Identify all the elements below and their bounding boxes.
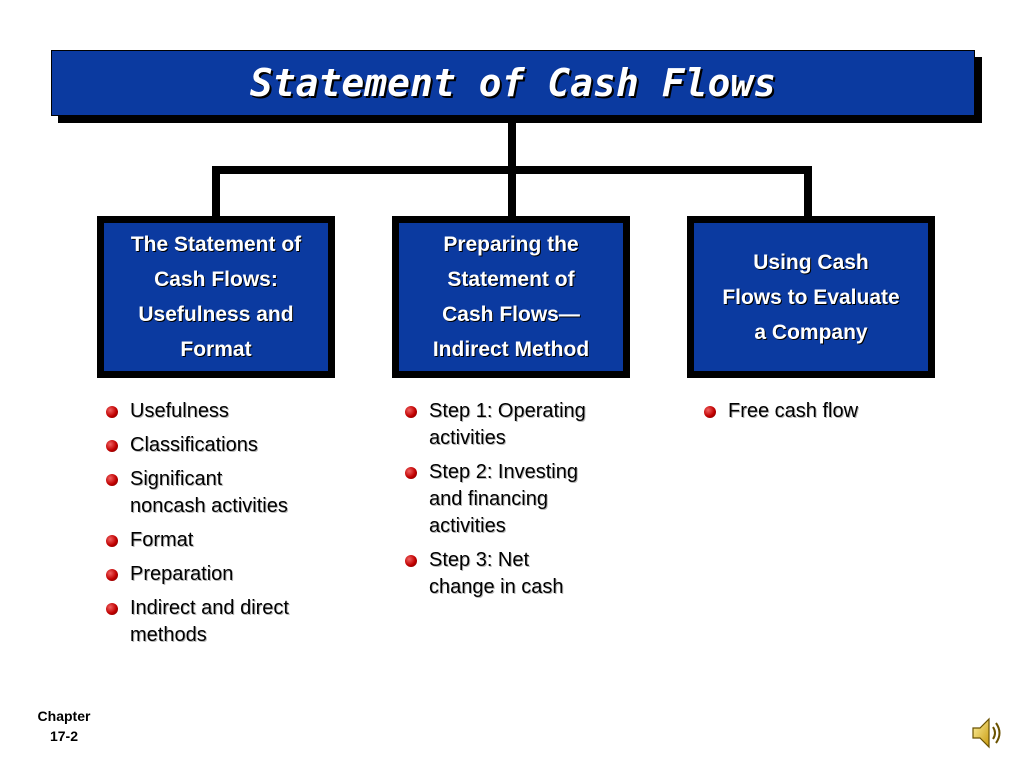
list-item-text: Step 3: Net change in cash <box>429 549 564 598</box>
bullet-list-usefulness: Usefulness Classifications Significant n… <box>104 398 334 656</box>
list-item: Step 1: Operating activities <box>403 398 633 452</box>
list-item-text: Step 2: Investing and financing activiti… <box>429 461 578 537</box>
page-title: Statement of Cash Flows <box>249 61 777 105</box>
title-banner: Statement of Cash Flows <box>51 50 975 116</box>
list-item-text: Free cash flow <box>728 400 859 422</box>
list-item-text: Step 1: Operating activities <box>429 400 586 449</box>
topic-box-label: Preparing the Statement of Cash Flows— I… <box>432 233 590 361</box>
list-item: Usefulness <box>104 398 334 425</box>
topic-box-usefulness: The Statement of Cash Flows: Usefulness … <box>97 216 335 378</box>
list-item: Step 3: Net change in cash <box>403 547 633 601</box>
bullet-list-preparing: Step 1: Operating activities Step 2: Inv… <box>403 398 633 608</box>
list-item-text: Indirect and direct methods <box>130 597 289 646</box>
bullet-icon <box>405 406 417 418</box>
speaker-icon[interactable] <box>970 714 1004 752</box>
topic-box-label: The Statement of Cash Flows: Usefulness … <box>130 233 302 361</box>
list-item: Free cash flow <box>702 398 932 425</box>
topic-box-inner: The Statement of Cash Flows: Usefulness … <box>104 223 328 371</box>
topic-box-inner: Using Cash Flows to Evaluate a Company <box>694 223 928 371</box>
topic-box-label: Using Cash Flows to Evaluate a Company <box>722 250 900 344</box>
bullet-icon <box>405 555 417 567</box>
list-item-text: Preparation <box>130 563 234 585</box>
list-item-text: Usefulness <box>130 400 229 422</box>
bullet-list-evaluate: Free cash flow <box>702 398 932 432</box>
list-item-text: Format <box>130 529 194 551</box>
list-item: Preparation <box>104 561 334 588</box>
list-item-text: Classifications <box>130 434 258 456</box>
list-item: Step 2: Investing and financing activiti… <box>403 459 633 540</box>
topic-box-preparing: Preparing the Statement of Cash Flows— I… <box>392 216 630 378</box>
chapter-label: Chapter 17-2 <box>37 708 91 744</box>
list-item: Format <box>104 527 334 554</box>
bullet-icon <box>106 474 118 486</box>
topic-box-evaluate: Using Cash Flows to Evaluate a Company <box>687 216 935 378</box>
bullet-icon <box>106 406 118 418</box>
bullet-icon <box>405 467 417 479</box>
list-item-text: Significant noncash activities <box>130 468 288 517</box>
list-item: Indirect and direct methods <box>104 595 334 649</box>
topic-box-inner: Preparing the Statement of Cash Flows— I… <box>399 223 623 371</box>
list-item: Significant noncash activities <box>104 466 334 520</box>
list-item: Classifications <box>104 432 334 459</box>
bullet-icon <box>106 440 118 452</box>
bullet-icon <box>106 603 118 615</box>
bullet-icon <box>106 535 118 547</box>
bullet-icon <box>106 569 118 581</box>
bullet-icon <box>704 406 716 418</box>
